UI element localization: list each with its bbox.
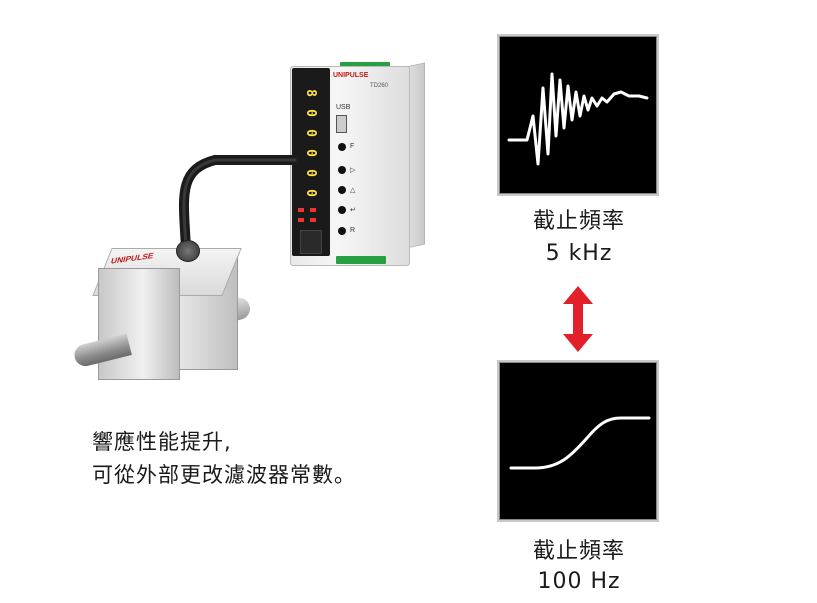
caption-5khz-label: 截止頻率 <box>532 209 625 234</box>
cable-connector <box>176 240 200 262</box>
waveform-panel-100hz <box>497 360 659 522</box>
controller-model: TD260 <box>370 83 389 89</box>
waveform-panel-5khz <box>497 34 659 196</box>
enter-button <box>338 206 346 214</box>
caption-100hz-label: 截止頻率 <box>532 539 625 564</box>
increment-button <box>338 186 346 194</box>
controller-brand: UNIPULSE <box>333 72 369 79</box>
status-led <box>298 208 304 212</box>
button-label: F <box>350 143 355 150</box>
function-button <box>338 143 346 151</box>
smooth-step-waveform <box>509 416 651 470</box>
noisy-step-waveform <box>507 72 649 166</box>
button-label: R <box>350 227 356 234</box>
bottom-terminal-block <box>336 256 386 264</box>
shift-button <box>338 166 346 174</box>
usb-port <box>336 115 347 133</box>
io-connector <box>300 230 322 254</box>
button-label: ↵ <box>350 207 356 214</box>
feature-description: 響應性能提升, 可從外部更改濾波器常數。 <box>92 426 356 492</box>
reset-button <box>338 227 346 235</box>
description-line-1: 響應性能提升, <box>92 430 232 454</box>
status-led <box>310 208 316 212</box>
usb-label: USB <box>336 104 351 111</box>
status-led <box>298 218 304 222</box>
caption-100hz-value: 100 Hz <box>537 569 621 594</box>
caption-5khz-value: 5 kHz <box>545 241 613 266</box>
description-line-2: 可從外部更改濾波器常數。 <box>92 463 356 487</box>
double-arrow-icon <box>563 286 593 352</box>
button-label: ▷ <box>350 167 356 174</box>
sensor-front-face <box>98 268 180 380</box>
button-label: △ <box>350 187 356 194</box>
status-led <box>310 218 316 222</box>
